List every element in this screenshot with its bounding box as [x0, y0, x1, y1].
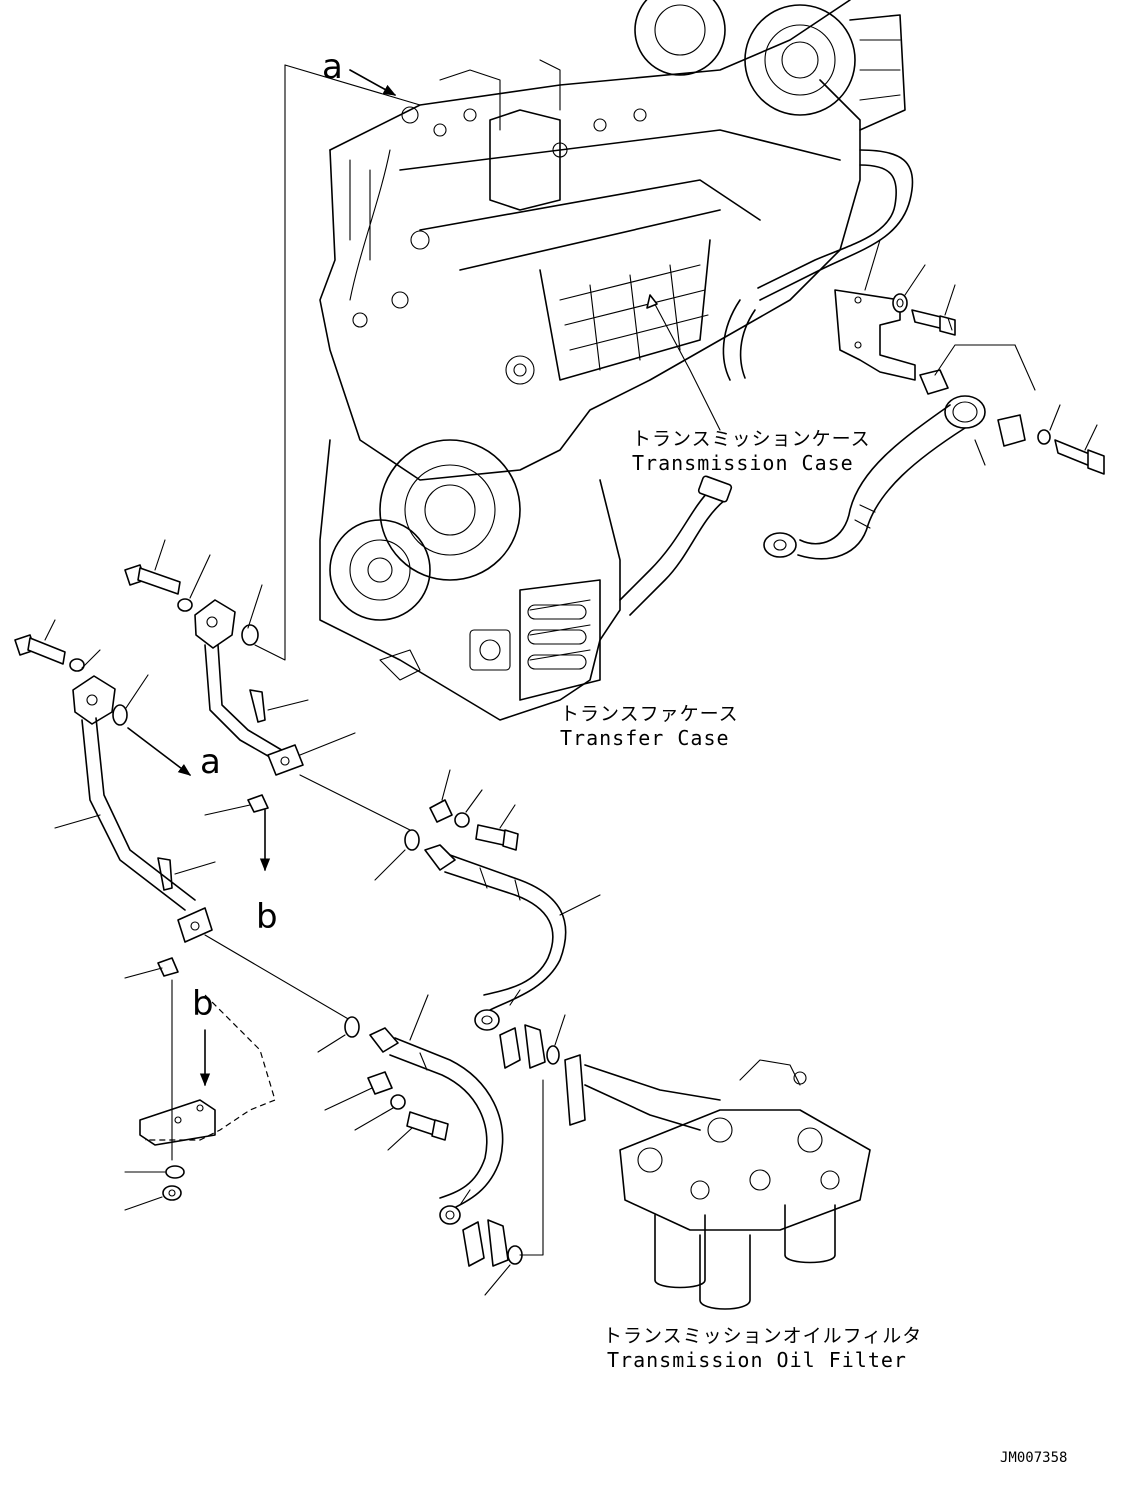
label-transmission-case-en: Transmission Case: [632, 451, 854, 475]
lower-pipe-assembly: [14, 619, 216, 1161]
label-oil-filter-en: Transmission Oil Filter: [607, 1348, 907, 1372]
drawing-code: JM007358: [1000, 1450, 1067, 1466]
ref-b-upper: b: [256, 897, 278, 937]
reference-line-a-top: [284, 64, 421, 106]
lower-hose: [204, 934, 504, 1225]
upper-pipe-assembly: [124, 539, 356, 872]
ref-a-lower: a: [200, 742, 221, 782]
leader-transmission-case: [649, 294, 721, 431]
upper-hose: [299, 769, 601, 1031]
support-bracket: [124, 994, 276, 1211]
label-transmission-case-jp: トランスミッションケース: [632, 428, 871, 450]
ref-b-lower: b: [192, 984, 214, 1024]
oil-filter-assembly: [564, 1054, 871, 1310]
transfer-case: [319, 439, 733, 721]
right-bracket-assembly: [763, 239, 1105, 560]
label-transfer-case-en: Transfer Case: [560, 726, 730, 750]
reference-line-a: [254, 64, 286, 661]
split-flanges: [462, 1014, 566, 1296]
arrow-a-top: [349, 69, 397, 96]
label-oil-filter-jp: トランスミッションオイルフィルタ: [603, 1325, 922, 1347]
label-transfer-case-jp: トランスファケース: [560, 703, 739, 725]
ref-a-top: a: [322, 47, 343, 87]
transmission-case: [319, 0, 914, 481]
